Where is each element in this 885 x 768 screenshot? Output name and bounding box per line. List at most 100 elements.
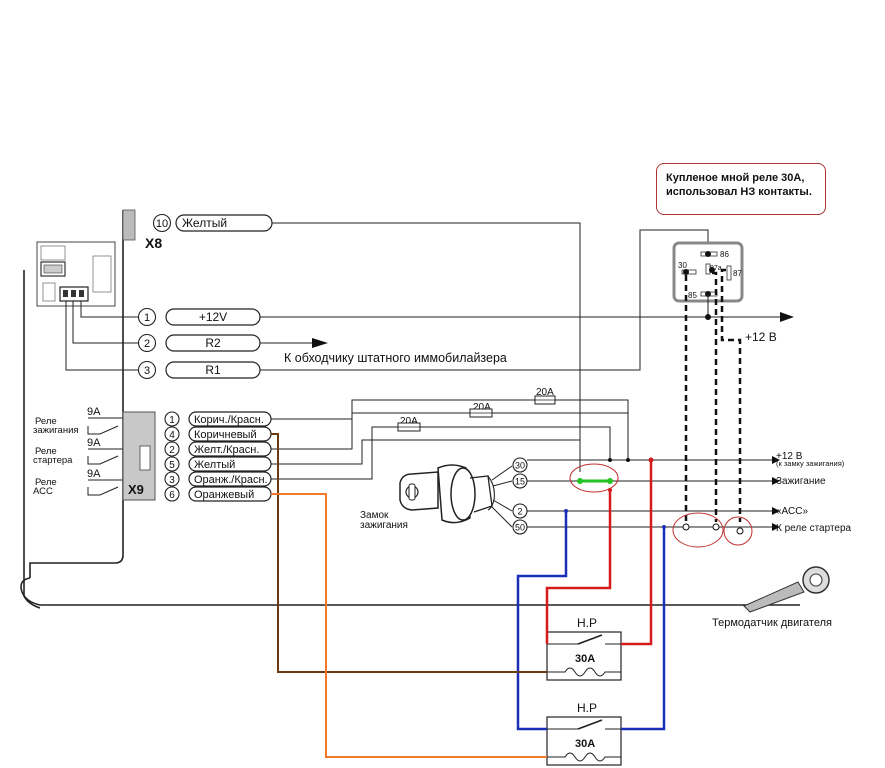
lock-terminal-30: 30 [512,457,528,473]
svg-text:87: 87 [733,269,742,278]
svg-text:2: 2 [517,507,522,517]
small-pin-3-wire: R1 [205,363,221,377]
svg-text:Реле: Реле [35,446,57,457]
svg-text:Желтый: Желтый [194,459,235,471]
small-connector-pin-2: 2 R2 [137,333,328,353]
output-acc: «АСС» [776,506,808,517]
lock-terminal-2: 2 [512,503,528,519]
svg-text:1: 1 [169,415,175,426]
svg-text:зажигания: зажигания [360,520,408,531]
annotation-line-2: использовал НЗ контакты. [666,186,812,198]
svg-text:Желт./Красн.: Желт./Красн. [194,444,259,456]
internal-relay-starter: 9А Реле стартера [33,437,123,466]
brown-wire [271,433,547,673]
svg-text:АСС: АСС [33,486,53,497]
alarm-unit-outline [20,209,800,609]
internal-relay-acc: 9А Реле АСС [33,468,123,497]
red-wire-1 [545,490,612,644]
svg-text:зажигания: зажигания [33,425,79,436]
svg-text:30: 30 [515,461,525,471]
small-pin-2-number: 2 [144,338,150,350]
svg-text:2: 2 [169,445,175,456]
immobilizer-bypass-note: К обходчику штатного иммобилайзера [284,351,507,365]
blue-wire-1 [516,511,568,731]
svg-text:15: 15 [515,477,525,487]
svg-text:20А: 20А [536,387,554,398]
x8-pin-10-number: 10 [156,218,168,230]
internal-relay-ignition: 9А Реле зажигания [33,406,123,436]
svg-text:30А: 30А [575,653,595,665]
highlight-ellipse-starter-1 [672,512,724,548]
nr-relay-1: Н.Р 30А [546,616,622,681]
svg-text:Н.Р: Н.Р [577,616,597,630]
svg-text:Реле: Реле [35,477,57,488]
small-pin-2-wire: R2 [205,336,221,350]
svg-text:Коричневый: Коричневый [194,429,257,441]
svg-text:Оранж./Красн.: Оранж./Красн. [194,474,268,486]
relay-30a-wire-87a [712,271,718,522]
svg-text:9А: 9А [87,468,101,480]
fuse-3: 20А [397,416,421,432]
x9-pin-3: 3 Оранж./Красн. [164,471,272,487]
x9-pin-5: 5 Желтый [164,456,272,472]
fuse-1: 20А [534,387,556,405]
output-plus12: +12 В [776,451,803,462]
x9-pin-1: 1 Корич./Красн. [164,411,272,427]
svg-text:30А: 30А [575,738,595,750]
x9-pin-2: 2 Желт./Красн. [164,441,272,457]
highlight-ellipse-starter-2 [723,516,753,546]
small-connector-pin-1: 1 +12V [137,307,794,327]
thermo-sensor-label: Термодатчик двигателя [712,617,832,629]
svg-text:Н.Р: Н.Р [577,701,597,715]
svg-text:9А: 9А [87,406,101,418]
relay-30a-supply-label: +12 В [745,330,777,344]
x9-connector-body: X9 [122,411,156,501]
svg-text:6: 6 [169,490,175,501]
blue-wire-2 [621,527,666,731]
x9-wiring [271,399,629,480]
red-wire-2 [621,460,653,646]
ignition-lock-drawing: Замок зажигания [360,464,513,531]
svg-text:86: 86 [720,250,729,259]
lock-terminal-15: 15 [512,473,528,489]
svg-text:87a: 87a [710,265,722,272]
annotation-note: Купленое мной реле 30А, использовал НЗ к… [656,163,826,215]
nr-relay-2: Н.Р 30А [546,701,622,766]
svg-text:3: 3 [169,475,175,486]
orange-wire [271,493,547,758]
x9-pin-6: 6 Оранжевый [164,486,272,502]
lock-terminal-50: 50 [512,519,528,535]
svg-text:20А: 20А [400,416,418,427]
small-pin-3-number: 3 [144,365,150,377]
small-connector-pin-3: 3 R1 [137,229,709,380]
x9-pin-4: 4 Коричневый [164,426,272,442]
svg-text:Оранжевый: Оранжевый [194,489,254,501]
svg-text:20А: 20А [473,402,491,413]
svg-text:4: 4 [169,430,175,441]
svg-text:50: 50 [515,523,525,533]
x8-pin-10: 10 Желтый [152,213,581,472]
highlight-ellipse-ignition [569,463,619,493]
relay-30a: 86 30 87a 87 85 [672,241,744,320]
fuse-2: 20А [469,402,493,418]
x8-pin-10-wire: Желтый [182,216,227,230]
output-starter: К реле стартера [776,523,852,534]
svg-text:85: 85 [688,291,697,300]
x8-label: X8 [145,235,162,251]
svg-text:Замок: Замок [360,510,389,521]
output-plus12-sub: (к замку зажигания) [776,459,845,468]
relay-30a-supply-wire [720,268,742,522]
output-ignition: Зажигание [776,476,826,487]
thermo-sensor-drawing [743,566,830,613]
svg-text:5: 5 [169,460,175,471]
x9-label: X9 [128,482,144,497]
small-connector-wires [65,301,138,371]
annotation-line-1: Купленое мной реле 30А, [666,172,805,184]
svg-text:Реле: Реле [35,416,57,427]
svg-text:Корич./Красн.: Корич./Красн. [194,414,264,426]
small-pin-1-wire: +12V [199,310,227,324]
connector-block-drawing [36,241,116,307]
svg-text:9А: 9А [87,437,101,449]
svg-text:30: 30 [678,261,687,270]
